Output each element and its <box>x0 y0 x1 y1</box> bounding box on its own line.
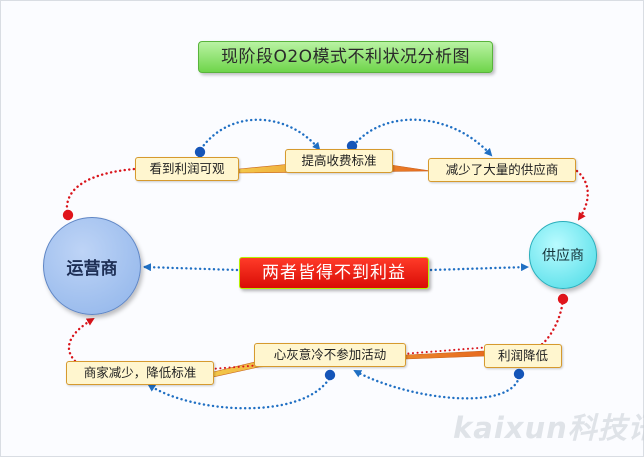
center-to-operator <box>143 263 239 272</box>
node-operator: 运营商 <box>43 217 141 315</box>
label-reduce-supply: 减少了大量的供应商 <box>428 158 576 182</box>
center-to-supplier <box>429 263 529 272</box>
red-lower-right <box>539 297 565 347</box>
top-loop-right <box>349 118 493 157</box>
node-supplier: 供应商 <box>529 221 597 289</box>
top-loop-left <box>199 118 321 151</box>
label-raise-fee: 提高收费标准 <box>285 149 393 173</box>
center-conclusion: 两者皆得不到利益 <box>239 257 429 289</box>
label-profit-drop: 利润降低 <box>484 344 562 368</box>
label-disheartened: 心灰意冷不参加活动 <box>254 343 406 367</box>
label-merchant-reduce: 商家减少，降低标准 <box>66 361 214 385</box>
red-dot-lower-right <box>557 293 569 305</box>
diagram-title: 现阶段O2O模式不利状况分析图 <box>198 41 493 73</box>
bottom-dot-left <box>324 369 336 381</box>
red-upper-right <box>575 169 589 221</box>
top-dot-left <box>194 146 206 158</box>
top-dot-right <box>346 140 358 152</box>
red-upper-left <box>65 167 137 213</box>
bottom-dot-right <box>513 368 525 380</box>
bottom-loop-right <box>353 369 521 400</box>
label-see-profit: 看到利润可观 <box>135 157 239 181</box>
red-lower-left <box>67 317 95 363</box>
bottom-loop-left <box>147 377 331 410</box>
red-dot-upper-left <box>62 209 74 221</box>
watermark-logo: kaixun科技讯 <box>453 411 644 445</box>
